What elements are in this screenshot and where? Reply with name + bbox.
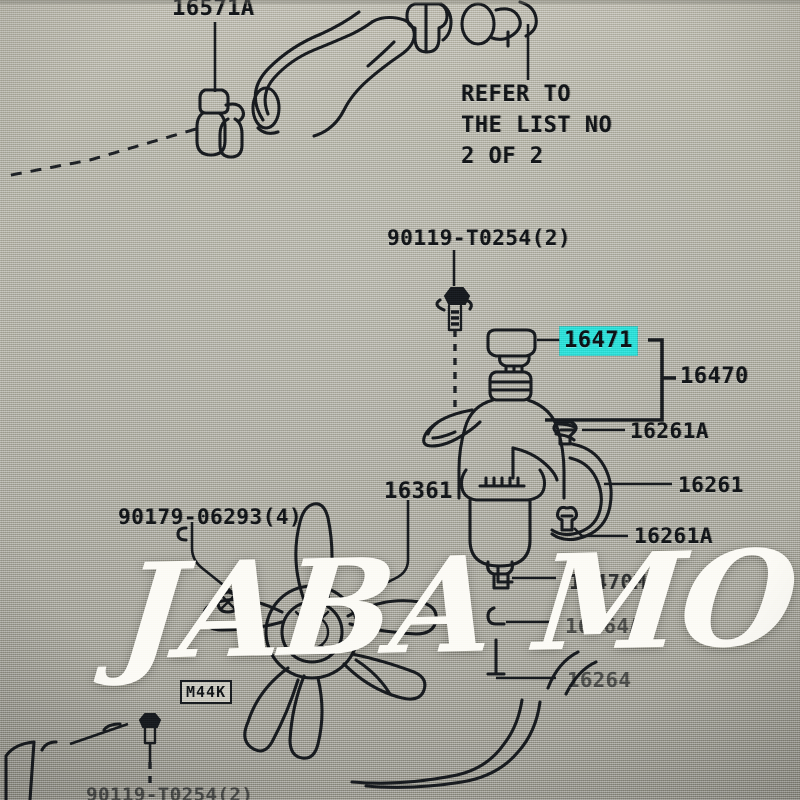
label-90119-t0254-lower: 90119-T0254(2) (86, 784, 254, 800)
label-16571a: 16571A (172, 0, 255, 21)
part-lower-brackets (350, 564, 598, 789)
part-hose-16261 (550, 442, 672, 542)
label-16470m: 16470M (569, 570, 647, 594)
part-cooling-fan (202, 502, 438, 760)
label-16261a-lower: 16261A (634, 524, 713, 548)
bracket-16470 (545, 338, 676, 422)
label-16471-highlighted: 16471 (560, 327, 637, 355)
label-90179-06293: 90179-06293(4) (118, 505, 303, 529)
construction-dashed-line-top-left (5, 127, 197, 178)
part-clamp-lower (555, 505, 628, 538)
part-grommet-top (195, 88, 245, 159)
part-clamp-upper (552, 420, 625, 446)
part-filter-cap (486, 328, 560, 372)
label-fan-box-m44k: M44K (180, 680, 233, 704)
part-bolt-upper (435, 250, 473, 410)
label-16361: 16361 (384, 479, 453, 504)
note-refer-line-3: 2 OF 2 (461, 144, 544, 169)
label-16470: 16470 (680, 364, 749, 389)
note-refer-line-1: REFER TO (461, 82, 571, 107)
label-16264: 16264 (567, 668, 632, 692)
note-refer-line-2: THE LIST NO (461, 113, 613, 138)
leader-16361 (359, 500, 410, 598)
label-16261: 16261 (678, 473, 744, 497)
part-frame-bottom-left (4, 740, 36, 800)
label-16261a-upper: 16261A (630, 419, 709, 443)
part-hose-top (251, 10, 416, 138)
top-crop-edge (0, 0, 800, 4)
note-refer-to: REFER TO THE LIST NO 2 OF 2 (461, 82, 612, 169)
part-fan-bolts (40, 522, 240, 790)
part-clips-top-right (405, 0, 538, 54)
label-16264a: 16264A (565, 614, 643, 638)
label-90119-t0254-upper: 90119-T0254(2) (387, 226, 572, 250)
